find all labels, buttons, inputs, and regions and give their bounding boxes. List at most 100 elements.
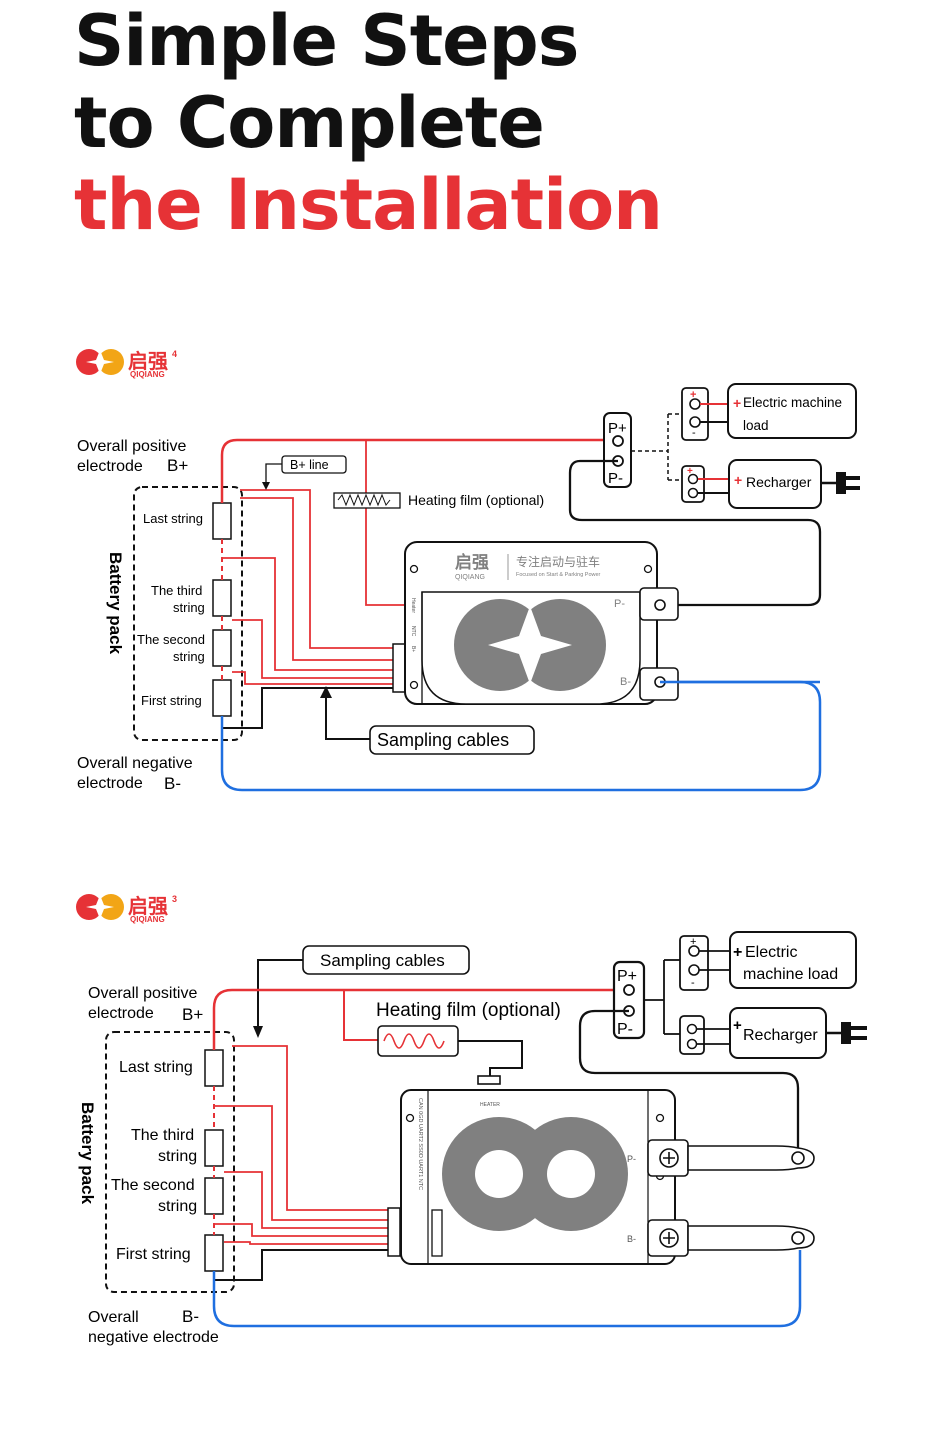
p-minus-wire <box>578 1009 800 1148</box>
load-minus-sign: - <box>692 427 696 439</box>
battery-pack-label: Battery pack <box>106 552 125 655</box>
plug-icon <box>821 472 860 494</box>
sampling-pointer <box>325 688 370 740</box>
cell-second <box>204 1177 224 1215</box>
load-plus-sign: + <box>690 936 696 948</box>
cell-first <box>204 1234 224 1272</box>
string-label-third-1: The third <box>131 1127 194 1144</box>
brand-logo: 启强 4 QIQIANG <box>76 349 177 379</box>
p-plus-terminal <box>623 984 635 996</box>
sampling-cable <box>214 1105 390 1221</box>
cell-first <box>212 679 232 717</box>
negative-electrode-symbol: B- <box>164 774 181 793</box>
positive-electrode-label-2: electrode <box>88 1005 154 1022</box>
negative-electrode-label-2: negative electrode <box>88 1329 219 1346</box>
positive-electrode-label-1: Overall positive <box>88 985 197 1002</box>
b-minus-lug-hole <box>791 1231 805 1245</box>
heating-film-wire <box>343 990 378 1041</box>
heating-film-cable <box>458 1040 523 1076</box>
p-plus-label: P+ <box>608 420 627 437</box>
positive-electrode-label-2: electrode <box>77 458 143 475</box>
negative-electrode-symbol: B- <box>182 1307 199 1326</box>
headline: Simple Steps to Complete the Installatio… <box>74 0 663 246</box>
cell-third <box>204 1129 224 1167</box>
sampling-cables-label: Sampling cables <box>377 730 509 750</box>
arrow-down-icon <box>262 482 270 490</box>
heating-coil-icon <box>337 493 391 507</box>
logo-star-icon <box>86 895 114 919</box>
load-negative-terminal <box>689 416 701 428</box>
cell-last <box>212 502 232 540</box>
mount-hole <box>409 680 419 690</box>
negative-main-wire <box>220 680 822 792</box>
cell-third <box>212 579 232 617</box>
sampling-cable <box>224 1241 390 1245</box>
load-box-plus: + <box>733 944 742 961</box>
plus-icon <box>663 1152 675 1164</box>
bms-brand-en: QIQIANG <box>455 574 485 581</box>
output-terminal-box <box>603 412 632 488</box>
sampling-cable <box>224 1171 390 1229</box>
load-label-2: load <box>743 418 769 433</box>
p-minus-wire <box>568 459 822 607</box>
positive-electrode-symbol: B+ <box>167 456 188 475</box>
recharger-label: Recharger <box>746 474 812 490</box>
bms-port-heater: Heater <box>410 598 416 613</box>
bms-b-minus-label: B- <box>627 1234 636 1244</box>
sampling-connector <box>392 643 406 693</box>
brand-name-en: QIQIANG <box>130 370 165 379</box>
recharger-negative-terminal <box>686 1038 698 1050</box>
sampling-connector <box>387 1207 401 1257</box>
string-label-second-2: string <box>158 1198 197 1215</box>
string-label-second-1: The second <box>111 1177 195 1194</box>
installation-diagram-1: 启强 4 QIQIANG Overall positive electrode … <box>76 349 860 793</box>
heating-wave-icon <box>383 1033 445 1049</box>
installation-diagram-2: 启强 3 QIQIANG Sampling cables Overall pos… <box>76 894 867 1346</box>
logo-star-icon <box>86 350 114 374</box>
electric-machine-load-box <box>727 383 857 439</box>
cell-last <box>204 1049 224 1087</box>
load-minus-sign: - <box>691 977 695 989</box>
bms-p-minus-label: P- <box>614 598 625 610</box>
electric-machine-load-box <box>729 931 857 989</box>
brand-name-cn: 启强 <box>128 894 168 918</box>
headline-line-3: the Installation <box>74 164 663 246</box>
bms-board: 启强 QIQIANG 专注启动与驻车 Focused on Start & Pa… <box>404 541 679 705</box>
brand-name-en: QIQIANG <box>130 915 165 924</box>
bms-logo-icon <box>442 1117 628 1231</box>
string-label-third-2: string <box>158 1148 197 1165</box>
string-label-second-1: The second <box>137 632 205 647</box>
positive-main-wire <box>212 988 620 1050</box>
load-label-1: Electric machine <box>743 395 842 410</box>
heating-film-element <box>377 1025 459 1057</box>
bms-b-minus-label: B- <box>620 676 631 688</box>
mount-hole <box>643 564 653 574</box>
battery-pack-outline <box>133 486 243 741</box>
positive-main-wire <box>220 438 605 503</box>
sampling-cable <box>214 1223 390 1237</box>
load-box-plus: + <box>733 395 741 411</box>
string-label-first: First string <box>141 693 202 708</box>
bms-sampling-port <box>431 1209 443 1257</box>
sampling-cable <box>232 671 395 685</box>
p-minus-lug-hole <box>791 1151 805 1165</box>
bms-port-ntc: NTC <box>410 626 416 637</box>
headline-line-1: Simple Steps <box>74 0 579 82</box>
p-minus-label: P- <box>608 470 623 487</box>
b-plus-line-pointer <box>265 463 282 487</box>
battery-pack-outline <box>105 1031 235 1293</box>
brand-name-cn: 启强 <box>128 349 168 373</box>
battery-pack-label: Battery pack <box>78 1102 97 1205</box>
recharger-box-plus: + <box>733 1017 742 1034</box>
recharger-plus-sign: + <box>687 466 693 477</box>
brand-superscript: 4 <box>172 349 177 359</box>
p-minus-label: P- <box>617 1021 633 1038</box>
sampling-cables-tag <box>369 725 535 755</box>
plug-icon <box>826 1022 867 1044</box>
bms-p-minus-label: P- <box>627 1154 636 1164</box>
plus-icon <box>663 1232 675 1244</box>
recharger-box-plus: + <box>734 472 742 488</box>
mount-hole <box>409 564 419 574</box>
b-minus-ring-lug <box>687 1225 815 1251</box>
sampling-cable <box>232 619 395 679</box>
